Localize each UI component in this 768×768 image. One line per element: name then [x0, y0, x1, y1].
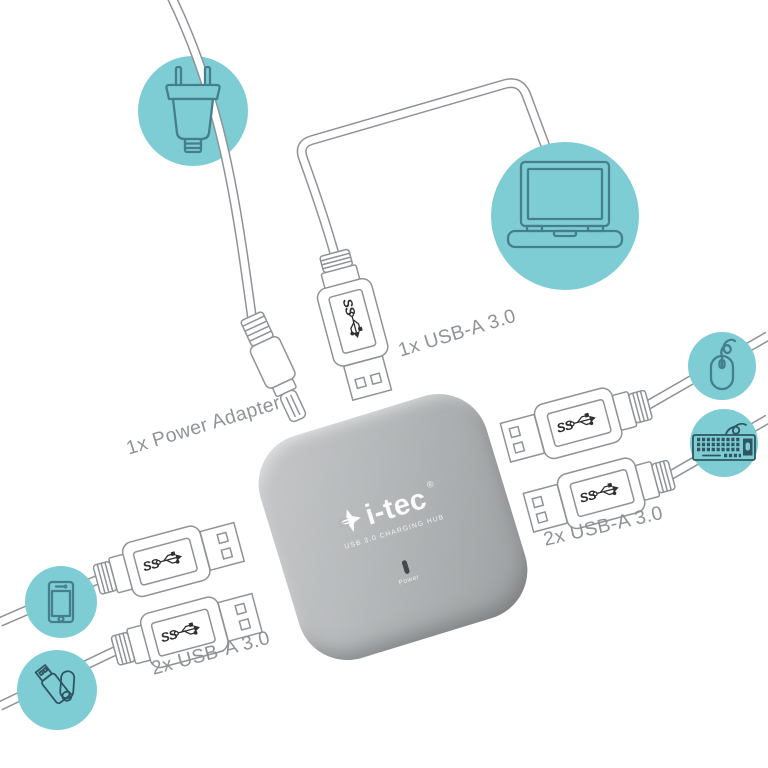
dc-power-connector — [240, 311, 307, 423]
cable-power — [167, 0, 257, 319]
power-plug-icon — [165, 65, 221, 154]
laptop-icon — [506, 160, 624, 249]
circle-smartphone — [25, 566, 97, 638]
smartphone-icon — [47, 580, 75, 624]
itec-star-icon — [337, 509, 361, 533]
mouse-icon — [709, 338, 737, 391]
hub-face: i-tec ® USB 3.0 CHARGING HUB Power — [246, 382, 540, 673]
circle-flash-drive — [17, 650, 97, 730]
keyboard-icon — [692, 422, 756, 461]
power-led-label: Power — [397, 573, 421, 587]
usb-connector-right-1 — [497, 376, 657, 471]
trademark-symbol: ® — [425, 478, 435, 491]
usb-connector-left-1 — [88, 514, 247, 608]
brand-logo: i-tec ® — [334, 478, 440, 538]
cable-laptop — [296, 78, 565, 254]
power-led — [400, 559, 410, 575]
usb-connector-top — [306, 244, 400, 403]
hub-texture — [246, 381, 540, 673]
usb-flash-drive-icon — [34, 664, 76, 705]
circle-laptop — [491, 142, 639, 290]
usb-hub-device: i-tec ® USB 3.0 CHARGING HUB Power — [246, 381, 540, 673]
